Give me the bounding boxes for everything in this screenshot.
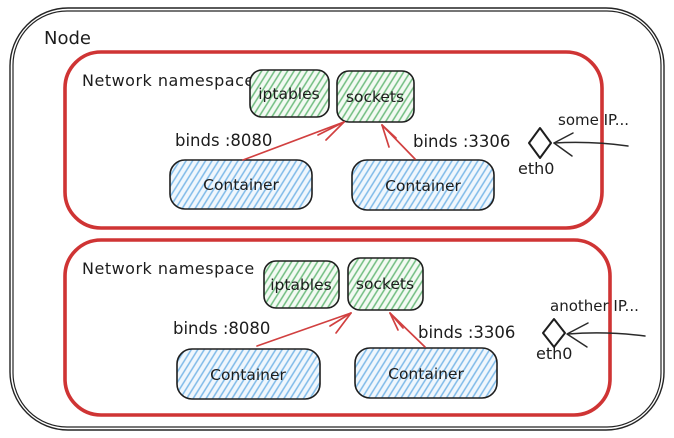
container-box-1 bbox=[169, 159, 313, 210]
container-box-2 bbox=[354, 347, 498, 399]
namespace-label: Network namespace bbox=[82, 71, 255, 90]
iptables-label: iptables bbox=[270, 276, 331, 294]
container-label: Container bbox=[210, 366, 286, 384]
binds-label-3306: binds :3306 bbox=[413, 132, 510, 151]
iptables-box bbox=[263, 260, 340, 309]
eth0-diamond-icon bbox=[528, 127, 552, 159]
ip-label: another IP... bbox=[550, 297, 639, 315]
sockets-label: sockets bbox=[356, 275, 414, 293]
eth0-label: eth0 bbox=[518, 159, 554, 178]
incoming-traffic-arrow bbox=[553, 132, 629, 157]
bind-arrow-left bbox=[256, 312, 352, 347]
container-label: Container bbox=[203, 176, 279, 194]
namespace-label: Network namespace bbox=[82, 259, 255, 278]
bind-arrow-left bbox=[242, 121, 345, 161]
ip-label: some IP... bbox=[558, 111, 629, 129]
node-border-outer bbox=[9, 7, 665, 431]
namespace-border bbox=[63, 50, 604, 230]
network-namespace-2: Network namespace iptables sockets Conta… bbox=[63, 238, 646, 417]
container-label: Container bbox=[385, 177, 461, 195]
container-box-2 bbox=[351, 159, 495, 211]
node-box: Node bbox=[9, 7, 665, 431]
node-label: Node bbox=[44, 28, 91, 49]
eth0-label: eth0 bbox=[536, 344, 572, 363]
binds-label-8080: binds :8080 bbox=[175, 131, 272, 150]
container-label: Container bbox=[388, 365, 464, 383]
namespace-border bbox=[63, 238, 612, 417]
bind-arrow-right bbox=[389, 312, 426, 348]
sockets-label: sockets bbox=[346, 88, 404, 106]
network-namespace-1: Network namespace iptables sockets Conta… bbox=[63, 50, 629, 230]
iptables-box bbox=[249, 69, 330, 118]
incoming-traffic-arrow bbox=[566, 322, 646, 348]
sockets-box bbox=[347, 257, 424, 311]
eth0-diamond-icon bbox=[542, 318, 566, 348]
iptables-label: iptables bbox=[258, 85, 319, 103]
bind-arrow-right bbox=[381, 124, 416, 160]
node-border-inner bbox=[12, 10, 662, 428]
binds-label-3306: binds :3306 bbox=[418, 323, 515, 342]
binds-label-8080: binds :8080 bbox=[173, 319, 270, 338]
container-box-1 bbox=[176, 348, 321, 400]
sockets-box bbox=[336, 70, 415, 123]
